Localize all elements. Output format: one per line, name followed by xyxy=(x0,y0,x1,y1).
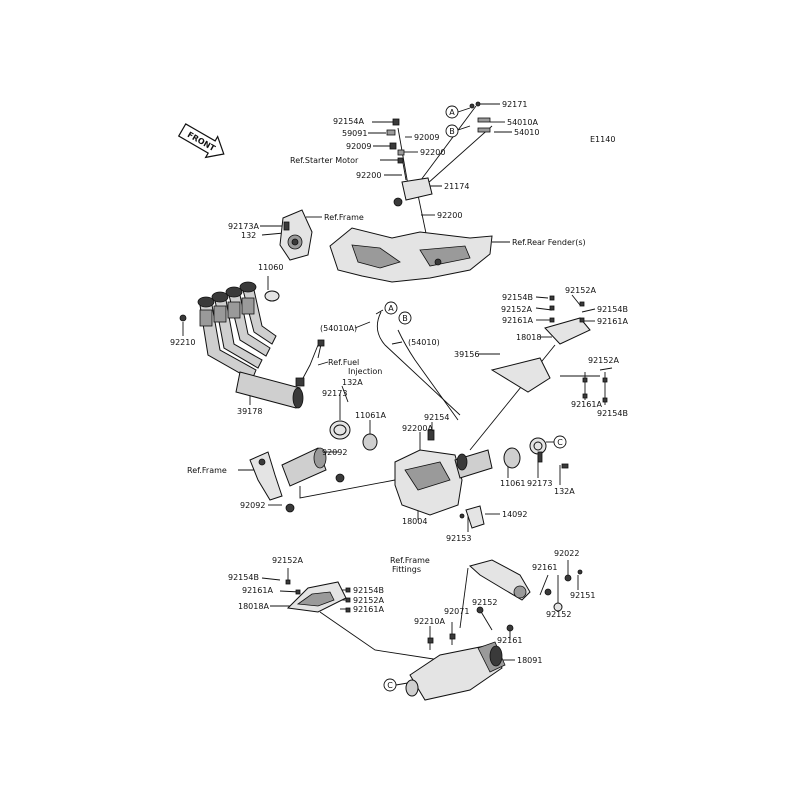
part-label: 14092 xyxy=(502,510,527,519)
part-label: 92154B xyxy=(597,305,628,314)
part-label: 92161A xyxy=(353,605,384,614)
part-label: 92071 xyxy=(444,607,469,616)
svg-text:A: A xyxy=(449,108,455,117)
catalyst-chamber xyxy=(394,437,569,516)
ref-fuel-injection-line2: Injection xyxy=(348,367,382,376)
part-label: 11061A xyxy=(355,411,386,420)
part-label: 92151 xyxy=(570,591,595,600)
part-label: 92154 xyxy=(424,413,449,422)
ref-frame-fittings-line2: Fittings xyxy=(392,565,421,574)
front-arrow-icon: FRONT xyxy=(177,123,225,159)
part-label: 21174 xyxy=(444,182,469,191)
part-label: 92153 xyxy=(446,534,471,543)
part-label: 11060 xyxy=(258,263,283,272)
callout-c-bottom: C xyxy=(383,678,397,692)
ref-starter-motor: Ref.Starter Motor xyxy=(290,156,359,165)
rear-fender-tray xyxy=(329,227,493,283)
svg-text:C: C xyxy=(387,681,393,690)
part-label: 39178 xyxy=(237,407,262,416)
part-label: 92161 xyxy=(532,563,557,572)
part-label: 92161A xyxy=(502,316,533,325)
part-label: 39156 xyxy=(454,350,479,359)
diagram-code: E1140 xyxy=(590,135,615,144)
part-label: 92161A xyxy=(597,317,628,326)
callout-c-mid: C xyxy=(553,435,567,449)
header-pipes xyxy=(179,281,304,409)
callout-b-mid: B xyxy=(398,311,412,325)
part-label: (54010) xyxy=(408,338,440,347)
part-label: 92152 xyxy=(546,610,571,619)
part-label: 92171 xyxy=(502,100,527,109)
right-bracket xyxy=(490,295,608,403)
valve-actuator-bracket xyxy=(279,209,313,261)
muffler-cover-bracket xyxy=(285,579,351,613)
ref-frame-mid: Ref.Frame xyxy=(187,466,227,475)
part-label: (54010A) xyxy=(320,324,357,333)
heat-shield xyxy=(459,505,485,529)
part-label: 18018A xyxy=(238,602,269,611)
part-label: 54010 xyxy=(514,128,539,137)
part-label: 92173 xyxy=(527,479,552,488)
part-label: 92173 xyxy=(322,389,347,398)
frame-mid-bracket xyxy=(249,447,345,513)
part-label: 92200A xyxy=(402,424,433,433)
svg-text:B: B xyxy=(402,314,408,323)
svg-text:C: C xyxy=(557,438,563,447)
cable-assembly-top xyxy=(386,101,491,207)
part-label: 92173A xyxy=(228,222,259,231)
part-label: 92152A xyxy=(353,596,384,605)
part-label: 92152A xyxy=(272,556,303,565)
part-label: 92092 xyxy=(322,448,347,457)
callout-a-mid: A xyxy=(384,301,398,315)
part-label: 92152A xyxy=(588,356,619,365)
part-label: 92200 xyxy=(420,148,445,157)
part-label: 92154B xyxy=(502,293,533,302)
part-label: 92152A xyxy=(565,286,596,295)
part-label: 92154B xyxy=(597,409,628,418)
part-label: 92210A xyxy=(414,617,445,626)
part-label: 92154B xyxy=(353,586,384,595)
part-label: 92009 xyxy=(346,142,371,151)
part-label: 92161 xyxy=(497,636,522,645)
part-label: 92009 xyxy=(414,133,439,142)
part-label: 92210 xyxy=(170,338,195,347)
part-label: 18091 xyxy=(517,656,542,665)
ref-fuel-injection-line1: Ref.Fuel xyxy=(328,358,359,367)
svg-text:A: A xyxy=(388,304,394,313)
part-label: 92200 xyxy=(437,211,462,220)
muffler-mount-bracket xyxy=(427,559,583,644)
part-label: 54010A xyxy=(507,118,538,127)
part-label: 92152 xyxy=(472,598,497,607)
part-label: 18004 xyxy=(402,517,427,526)
ref-frame-top: Ref.Frame xyxy=(324,213,364,222)
part-label: 92152A xyxy=(501,305,532,314)
callout-a-top: A xyxy=(445,105,459,119)
svg-text:B: B xyxy=(449,127,455,136)
leader-lines xyxy=(182,103,613,686)
part-label: 92022 xyxy=(554,549,579,558)
callout-b-top: B xyxy=(445,124,459,138)
part-labels: 92154A 59091 92009 92009 92200 92171 540… xyxy=(170,100,628,665)
part-label: 92200 xyxy=(356,171,381,180)
part-label: 92092 xyxy=(240,501,265,510)
muffler xyxy=(405,641,506,701)
part-label: 11061 xyxy=(500,479,525,488)
part-label: 92161A xyxy=(571,400,602,409)
part-label: 92154A xyxy=(333,117,364,126)
o2-sensor xyxy=(295,339,325,387)
part-label: 132A xyxy=(342,378,363,387)
ref-rear-fender: Ref.Rear Fender(s) xyxy=(512,238,586,247)
part-label: 132A xyxy=(554,487,575,496)
ref-frame-fittings-line1: Ref.Frame xyxy=(390,556,430,565)
part-label: 92161A xyxy=(242,586,273,595)
part-label: 18018 xyxy=(516,333,541,342)
part-label: 92154B xyxy=(228,573,259,582)
part-label: 59091 xyxy=(342,129,367,138)
part-label: 132 xyxy=(241,231,256,240)
